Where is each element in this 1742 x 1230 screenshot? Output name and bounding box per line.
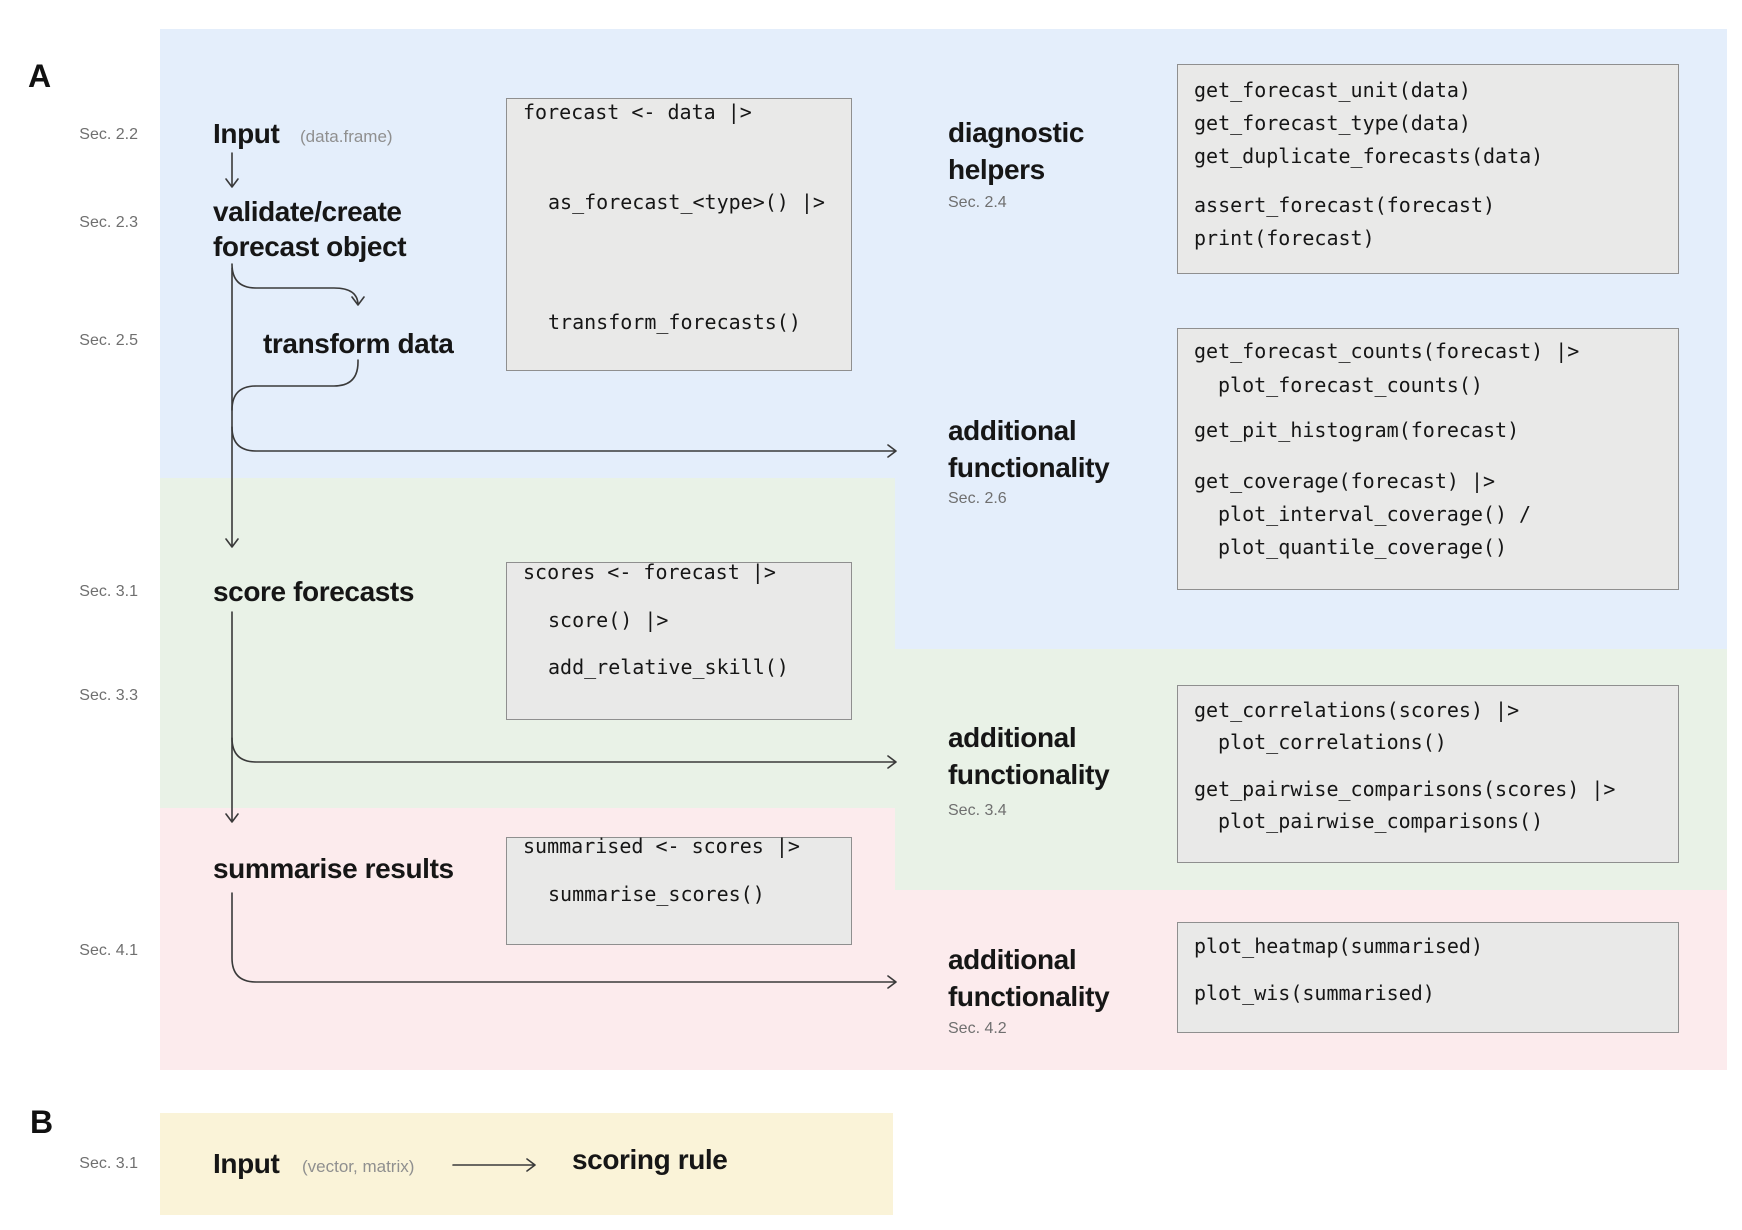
code-line: plot_forecast_counts()	[1218, 373, 1483, 397]
section-label-3-1: Sec. 3.1	[79, 583, 138, 600]
section-label-4-1: Sec. 4.1	[79, 942, 138, 959]
flow-transform-label: transform data	[263, 328, 454, 359]
code-box-pipeline-validate: forecast <- data |> as_forecast_<type>() …	[506, 98, 852, 371]
panel-b-label: B	[30, 1104, 54, 1140]
code-box-additional-functionality-1: get_forecast_counts(forecast) |> plot_for…	[1177, 328, 1679, 590]
heading-additional-functionality-2: additional functionality	[948, 722, 1110, 790]
code-line: plot_pairwise_comparisons()	[1218, 809, 1544, 833]
code-line: get_forecast_counts(forecast) |>	[1194, 339, 1580, 363]
flow-b-input-note: (vector, matrix)	[302, 1157, 415, 1176]
code-line: summarised <- scores |>	[523, 834, 800, 858]
code-line: plot_interval_coverage() /	[1218, 502, 1532, 526]
section-label-2-2: Sec. 2.2	[79, 126, 138, 143]
heading-diagnostic-sec: Sec. 2.4	[948, 194, 1007, 211]
code-line: plot_quantile_coverage()	[1218, 535, 1507, 559]
code-box-diagnostic-helpers: get_forecast_unit(data) get_forecast_type…	[1177, 64, 1679, 274]
code-line: summarise_scores()	[548, 882, 765, 906]
code-box-pipeline-score: scores <- forecast |> score() |> add_relat…	[506, 560, 852, 720]
heading-additional-functionality-1: additional functionality	[948, 415, 1110, 483]
flow-validate-label: validate/create forecast object	[213, 196, 407, 262]
code-line: forecast <- data |>	[523, 100, 752, 124]
flow-input-note: (data.frame)	[300, 127, 393, 146]
code-line: scores <- forecast |>	[523, 560, 776, 584]
section-label-3-3: Sec. 3.3	[79, 687, 138, 704]
code-line: get_forecast_unit(data)	[1194, 78, 1471, 102]
heading-additional-functionality-3: additional functionality	[948, 944, 1110, 1012]
code-line: get_coverage(forecast) |>	[1194, 469, 1496, 493]
section-label-2-5: Sec. 2.5	[79, 332, 138, 349]
code-box-pipeline-summarise: summarised <- scores |> summarise_scores(…	[506, 834, 852, 945]
code-line: score() |>	[548, 608, 669, 632]
code-line: plot_correlations()	[1218, 730, 1447, 754]
flow-score-label: score forecasts	[213, 576, 415, 607]
code-line: transform_forecasts()	[548, 310, 801, 334]
code-line: get_correlations(scores) |>	[1194, 698, 1520, 722]
section-label-2-3: Sec. 2.3	[79, 214, 138, 231]
code-line: assert_forecast(forecast)	[1194, 193, 1496, 217]
panel-a-label: A	[28, 58, 52, 94]
code-line: get_forecast_type(data)	[1194, 111, 1471, 135]
code-line: plot_wis(summarised)	[1194, 981, 1435, 1005]
flow-summarise-label: summarise results	[213, 853, 454, 884]
flow-input-label: Input	[213, 118, 280, 149]
code-box-additional-functionality-2: get_correlations(scores) |> plot_correlat…	[1177, 685, 1679, 863]
code-line: add_relative_skill()	[548, 655, 789, 679]
heading-diagnostic-helpers: diagnostic helpers	[948, 117, 1085, 185]
code-line: get_duplicate_forecasts(data)	[1194, 144, 1544, 168]
code-line: print(forecast)	[1194, 226, 1375, 250]
code-line: get_pairwise_comparisons(scores) |>	[1194, 777, 1616, 801]
heading-func1-sec: Sec. 2.6	[948, 490, 1007, 507]
code-line: get_pit_histogram(forecast)	[1194, 418, 1520, 442]
section-label-b-3-1: Sec. 3.1	[79, 1155, 138, 1172]
flow-scoring-rule-label: scoring rule	[572, 1144, 728, 1175]
heading-func2-sec: Sec. 3.4	[948, 802, 1007, 819]
code-box-additional-functionality-3: plot_heatmap(summarised) plot_wis(summari…	[1177, 922, 1679, 1033]
flow-b-input-label: Input	[213, 1148, 280, 1179]
code-line: as_forecast_<type>() |>	[548, 190, 825, 214]
heading-func3-sec: Sec. 4.2	[948, 1020, 1007, 1037]
code-line: plot_heatmap(summarised)	[1194, 934, 1483, 958]
